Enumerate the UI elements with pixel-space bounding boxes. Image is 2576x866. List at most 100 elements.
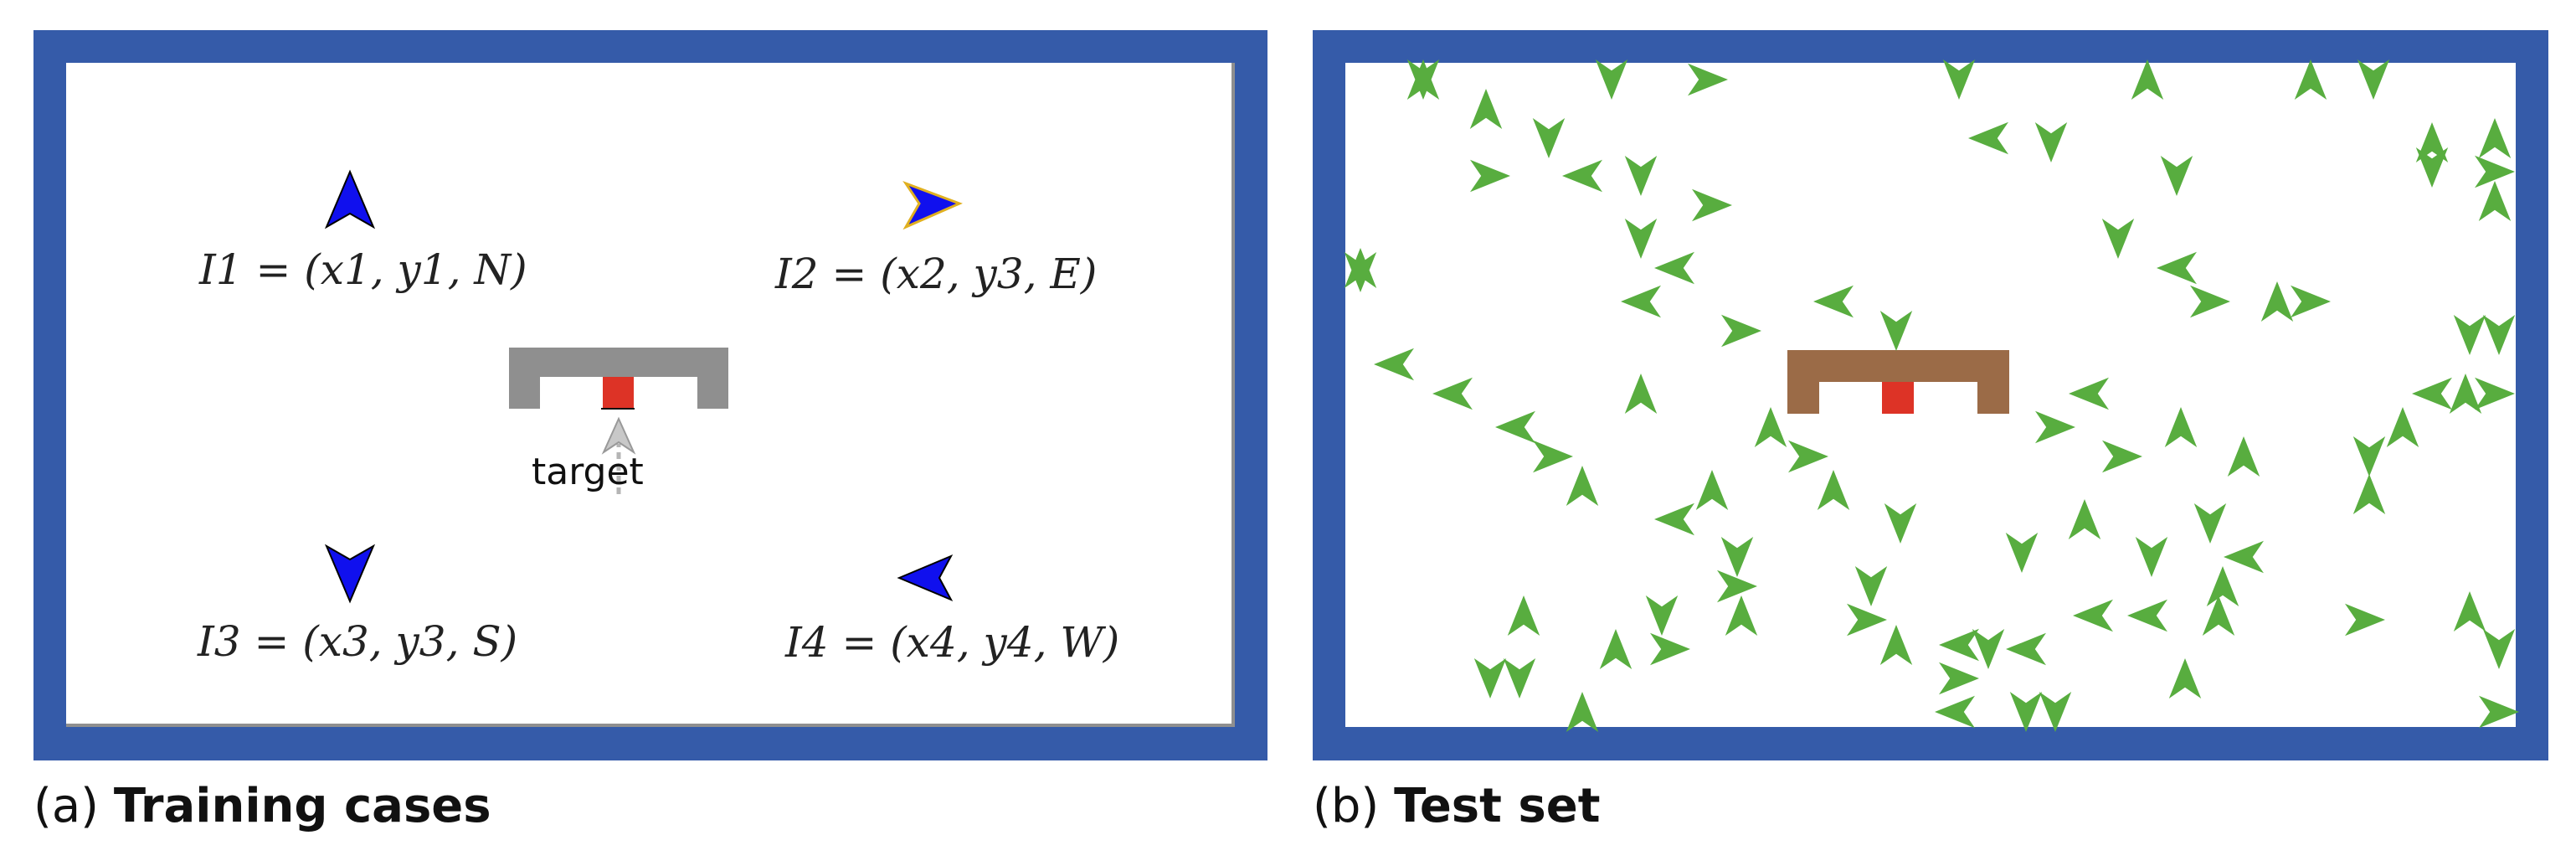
- test-agent-icon: [1972, 629, 2005, 669]
- test-agent-icon: [1813, 285, 1854, 318]
- test-agent-icon: [2345, 603, 2385, 637]
- test-agent-icon: [2482, 315, 2516, 355]
- test-agent-icon: [1720, 537, 1754, 577]
- test-agent-icon: [2160, 156, 2193, 196]
- target-arrow: [601, 416, 636, 494]
- test-agent-icon: [1725, 595, 1758, 636]
- test-agent-icon: [1624, 156, 1658, 196]
- test-agent-icon: [1473, 658, 1507, 698]
- test-agent-icon: [1566, 692, 1599, 732]
- test-agent-icon: [1654, 251, 1694, 285]
- test-agent-icon: [2478, 118, 2512, 158]
- test-agent-icon: [1432, 377, 1473, 410]
- test-agent-icon: [1533, 440, 1573, 473]
- test-agent-icon: [2039, 692, 2072, 732]
- label-agent-3: I3 = (x3, y3, S): [198, 617, 518, 666]
- test-agent-icon: [2412, 377, 2452, 410]
- test-agent-icon: [1344, 252, 1377, 292]
- test-agent-icon: [1599, 629, 1632, 669]
- test-agent-icon: [1968, 121, 2008, 155]
- agent-south-icon: [324, 544, 376, 604]
- test-agent-icon: [2035, 410, 2075, 444]
- test-agent-icon: [2206, 566, 2239, 606]
- agent-west-icon: [897, 554, 954, 602]
- test-agents: [1344, 59, 2519, 732]
- test-agent-icon: [1495, 410, 1535, 444]
- test-agent-icon: [1879, 625, 1913, 665]
- test-agent-icon: [2135, 537, 2168, 577]
- test-agent-icon: [1692, 188, 1732, 222]
- test-agent-icon: [2006, 632, 2046, 666]
- test-agent-icon: [1817, 470, 1850, 510]
- test-agent-icon: [2102, 440, 2142, 473]
- test-agent-icon: [1469, 89, 1503, 129]
- caption-a-title: Training cases: [113, 779, 491, 833]
- test-agent-icon: [2294, 59, 2327, 100]
- test-agent-icon: [1507, 595, 1540, 636]
- test-agent-icon: [1879, 311, 1913, 351]
- test-agent-icon: [2260, 281, 2294, 322]
- test-panel-frame: [1313, 30, 2548, 760]
- test-agent-icon: [2190, 285, 2230, 318]
- test-agent-icon: [2168, 658, 2202, 698]
- test-agent-icon: [1854, 566, 1888, 606]
- agent-east-icon: [902, 180, 963, 230]
- test-agent-icon: [2101, 219, 2135, 259]
- test-agent-icon: [2415, 147, 2449, 188]
- test-agent-icon: [1650, 632, 1690, 666]
- test-arena: [1345, 63, 2516, 727]
- test-agent-icon: [2475, 155, 2515, 188]
- label-agent-2: I2 = (x2, y3, E): [775, 250, 1098, 298]
- test-agent-icon: [1939, 662, 1979, 695]
- test-agent-icon: [2009, 692, 2043, 732]
- test-agent-icon: [1562, 159, 1602, 193]
- test-agent-icon: [1754, 407, 1787, 447]
- caption-b: (b) Test set: [1313, 779, 1600, 833]
- test-agent-icon: [1503, 658, 1536, 698]
- test-agent-icon: [2069, 377, 2109, 410]
- test-agent-icon: [1406, 59, 1440, 100]
- test-agent-icon: [1695, 470, 1729, 510]
- test-agent-icon: [1654, 503, 1694, 536]
- training-arena: [66, 63, 1235, 727]
- test-target: [1882, 382, 1914, 414]
- test-agent-icon: [1624, 374, 1658, 414]
- test-agent-icon: [2357, 59, 2390, 100]
- caption-a: (a) Training cases: [33, 779, 491, 833]
- test-agent-icon: [2073, 599, 2113, 632]
- label-agent-4: I4 = (x4, y4, W): [785, 618, 1120, 667]
- test-agent-icon: [2227, 436, 2260, 477]
- test-agent-icon: [2352, 436, 2386, 477]
- test-agent-icon: [2482, 629, 2516, 669]
- test-agent-icon: [2453, 591, 2486, 631]
- test-agent-icon: [1788, 440, 1828, 473]
- test-agent-icon: [1721, 314, 1761, 348]
- test-agent-icon: [2202, 595, 2235, 636]
- test-agent-icon: [2453, 315, 2486, 355]
- test-agent-icon: [2291, 285, 2331, 318]
- test-agent-icon: [2475, 377, 2515, 410]
- test-agent-icon: [1595, 59, 1628, 100]
- test-agent-icon: [2034, 122, 2068, 162]
- test-agent-icon: [1645, 595, 1679, 636]
- test-agent-icon: [1621, 285, 1661, 318]
- test-agent-icon: [2131, 59, 2164, 100]
- test-agent-icon: [2449, 374, 2482, 414]
- test-agent-icon: [2478, 181, 2512, 221]
- test-agent-icon: [1942, 59, 1976, 100]
- test-agent-icon: [2164, 407, 2198, 447]
- test-agent-icon: [1532, 118, 1566, 158]
- test-agent-icon: [2157, 251, 2197, 285]
- test-agent-icon: [2415, 122, 2449, 162]
- agent-north-icon: [324, 169, 376, 229]
- training-target: [603, 377, 634, 409]
- test-agent-icon: [2386, 407, 2419, 447]
- test-agent-icon: [1939, 628, 1979, 662]
- test-agent-icon: [2127, 599, 2167, 632]
- target-label: target: [532, 451, 644, 493]
- test-agent-icon: [1847, 603, 1887, 637]
- test-agent-icon: [2224, 540, 2264, 574]
- training-panel-frame: [33, 30, 1267, 760]
- test-agent-icon: [2479, 695, 2519, 729]
